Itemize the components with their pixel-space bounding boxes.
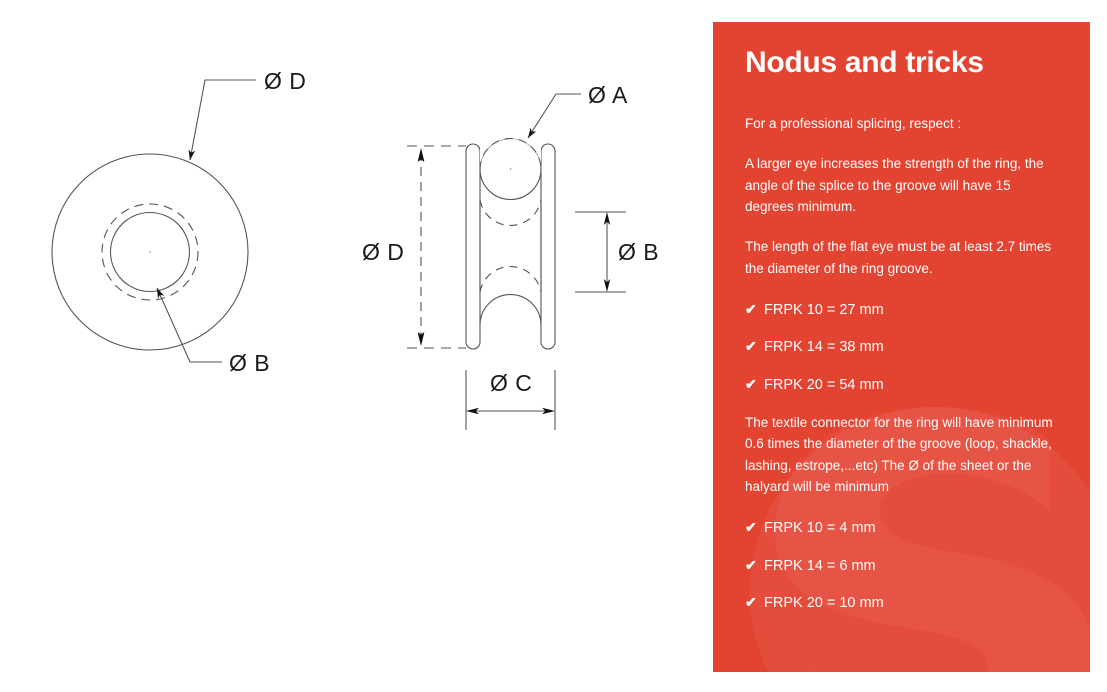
panel-paragraph-2: The length of the flat eye must be at le…	[745, 239, 1052, 276]
check-icon: ✔	[745, 556, 757, 573]
side-view-left-rail	[465, 143, 481, 350]
technical-drawing-area: Ø D Ø B	[51, 68, 659, 430]
list-item: ✔ FRPK 20 = 54 mm	[745, 376, 1060, 394]
side-view-right-rail	[540, 143, 556, 350]
front-view-outer-circle	[51, 153, 249, 351]
panel-paragraph-3: The textile connector for the ring will …	[745, 415, 1053, 495]
list-item-label: FRPK 20 = 54 mm	[764, 376, 884, 393]
side-view-c-arrow-left	[466, 407, 479, 415]
side-view-group: Ø A Ø D Ø B	[362, 82, 659, 430]
side-view-groove-leader	[527, 93, 581, 139]
side-view-groove-label: Ø A	[588, 82, 628, 108]
side-view-width-label: Ø C	[490, 370, 532, 396]
check-icon: ✔	[745, 338, 757, 355]
list-item-label: FRPK 10 = 27 mm	[764, 301, 884, 318]
eye-length-check-list: ✔ FRPK 10 = 27 mm ✔ FRPK 14 = 38 mm ✔ FR…	[745, 301, 1060, 394]
side-view-b-arrow-bottom	[603, 279, 611, 292]
check-icon: ✔	[745, 300, 757, 317]
panel-title: Nodus and tricks	[745, 46, 984, 79]
list-item: ✔ FRPK 10 = 27 mm	[745, 301, 1060, 319]
list-item-label: FRPK 10 = 4 mm	[764, 520, 876, 537]
list-item: ✔ FRPK 20 = 10 mm	[745, 594, 1060, 612]
side-view-bottom-groove-arc	[479, 294, 542, 326]
side-view-d-arrow-top	[417, 148, 425, 161]
list-item: ✔ FRPK 14 = 6 mm	[745, 557, 1060, 575]
side-view-b-arrow-top	[603, 212, 611, 225]
list-item-label: FRPK 14 = 38 mm	[764, 339, 884, 356]
list-item-label: FRPK 14 = 6 mm	[764, 557, 876, 574]
front-view-dashed-circle	[101, 203, 199, 301]
info-panel: Nodus and tricks For a professional spli…	[713, 22, 1090, 672]
info-panel-content: Nodus and tricks For a professional spli…	[713, 22, 1090, 613]
panel-intro-text: For a professional splicing, respect :	[745, 116, 962, 131]
side-view-top-groove-mask	[480, 138, 541, 169]
check-icon: ✔	[745, 594, 757, 611]
front-view-inner-label: Ø B	[229, 350, 270, 376]
list-item-label: FRPK 20 = 10 mm	[764, 595, 884, 612]
front-view-inner-leader	[156, 287, 222, 363]
side-view-lower-dashed-arc	[479, 266, 542, 293]
check-icon: ✔	[745, 519, 757, 536]
side-view-overall-label: Ø D	[362, 239, 404, 265]
side-view-upper-dashed-arc	[479, 199, 542, 226]
front-view-inner-circle	[109, 211, 191, 293]
front-view-outer-label: Ø D	[264, 68, 306, 94]
side-view-d-arrow-bottom	[417, 333, 425, 346]
front-view-center-mark	[149, 251, 151, 253]
side-view-top-groove-dashed-arc	[479, 138, 542, 170]
side-view-c-arrow-right	[542, 407, 555, 415]
side-view-bore-label: Ø B	[618, 239, 659, 265]
check-icon: ✔	[745, 375, 757, 392]
front-view-outer-leader	[188, 79, 256, 161]
list-item: ✔ FRPK 10 = 4 mm	[745, 519, 1060, 537]
side-view-top-groove-center-mark	[509, 168, 512, 170]
panel-paragraph-1: A larger eye increases the strength of t…	[745, 156, 1044, 214]
technical-drawing-svg: Ø D Ø B	[51, 68, 659, 430]
front-view-group: Ø D Ø B	[51, 68, 306, 376]
list-item: ✔ FRPK 14 = 38 mm	[745, 338, 1060, 356]
connector-diameter-check-list: ✔ FRPK 10 = 4 mm ✔ FRPK 14 = 6 mm ✔ FRPK…	[745, 519, 1060, 612]
